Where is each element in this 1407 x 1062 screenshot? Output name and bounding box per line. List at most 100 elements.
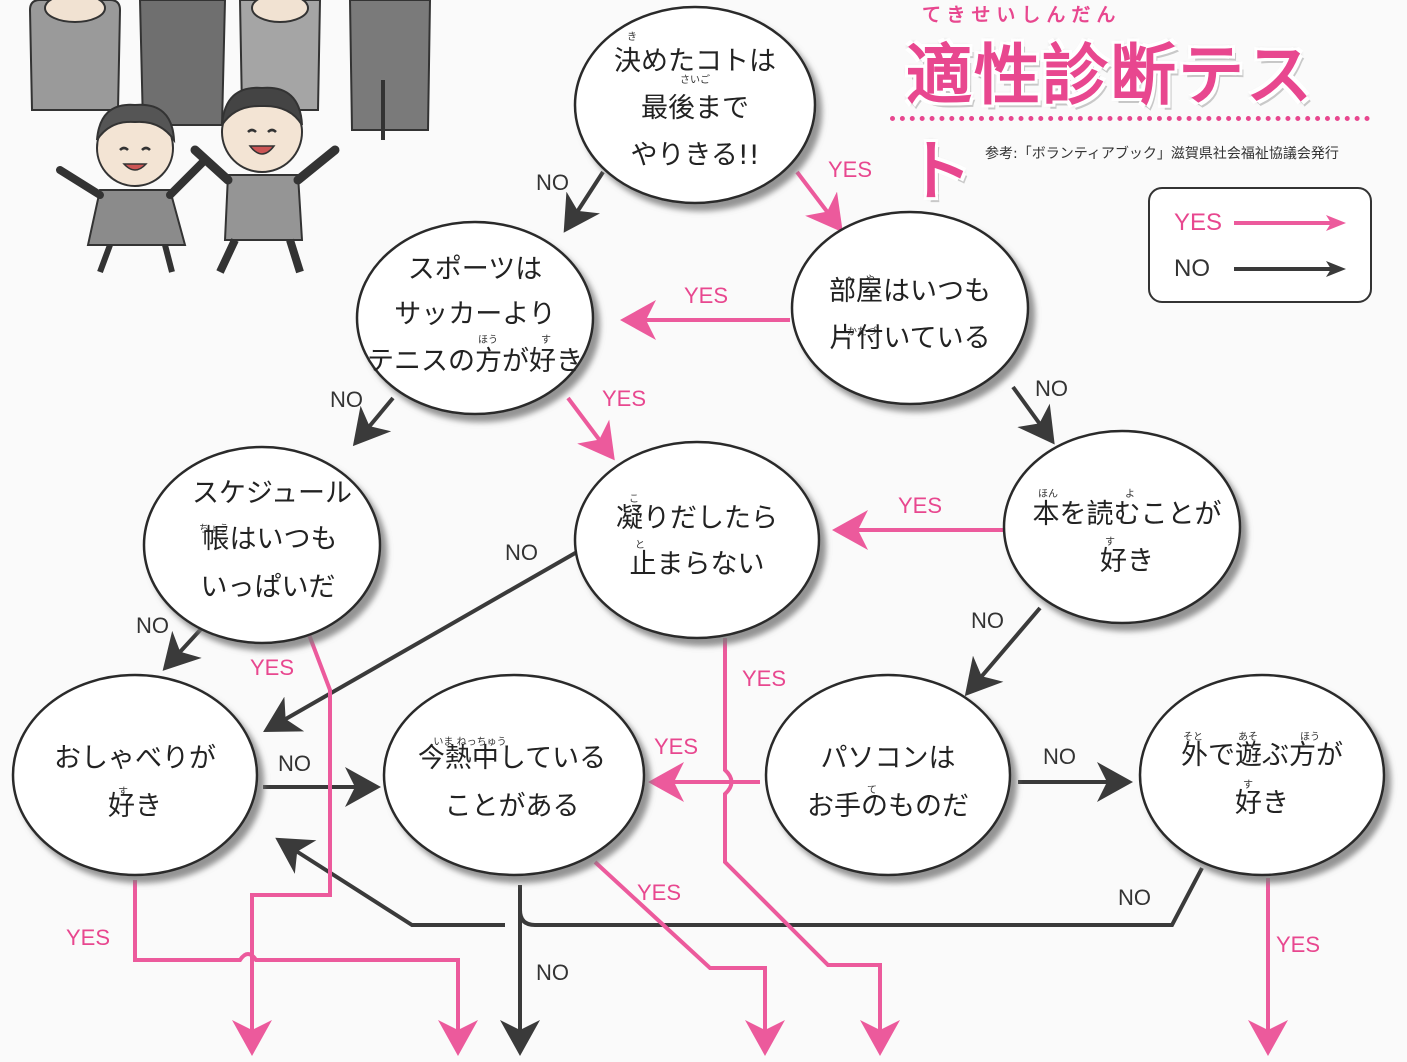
svg-text:す: す — [118, 786, 128, 798]
svg-text:サッカーより: サッカーより — [394, 299, 555, 330]
svg-text:おしゃべりが: おしゃべりが — [54, 743, 216, 774]
svg-text:ほん: ほん — [1038, 488, 1058, 500]
svg-text:す: す — [1243, 779, 1253, 791]
legend-no: NO — [1174, 255, 1230, 283]
label-n9-no: NO — [1043, 744, 1076, 769]
label-n6-no: NO — [971, 608, 1004, 633]
legend-no-label: NO — [1174, 255, 1210, 282]
svg-text:へ や: へ や — [845, 274, 875, 286]
svg-text:好き: 好き — [1235, 788, 1289, 819]
legend-no-arrow-icon — [1234, 261, 1346, 277]
edge-n2-no — [352, 396, 395, 447]
label-n6-yes: YES — [898, 493, 942, 518]
label-n5-no: NO — [505, 540, 538, 565]
svg-text:て: て — [867, 785, 877, 796]
label-n7-yes: YES — [66, 925, 110, 950]
label-n4-yes: YES — [250, 655, 294, 680]
node-n6: ほん よ す 本を読むことが 好き — [1002, 429, 1242, 625]
no-edges — [162, 170, 1204, 1056]
label-n1-yes: YES — [828, 157, 872, 182]
svg-text:と: と — [635, 539, 645, 551]
yes-edges — [133, 170, 1288, 1056]
svg-text:帳はいつも: 帳はいつも — [203, 524, 338, 555]
svg-text:ほう: ほう — [1300, 731, 1320, 743]
label-n1-no: NO — [536, 170, 569, 195]
legend-yes: YES — [1174, 209, 1230, 237]
svg-text:部屋はいつも: 部屋はいつも — [829, 276, 991, 307]
node-n5: こ と 凝りだしたら 止まらない — [573, 440, 821, 640]
svg-text:お手のものだ: お手のものだ — [807, 791, 969, 822]
edge-n2-yes — [566, 396, 615, 461]
label-n10-yes: YES — [1276, 932, 1320, 957]
reference-note: 参考:「ボランティアブック」滋賀県社会福祉協議会発行 — [985, 146, 1339, 162]
title-ruby: てきせいしんだん — [922, 4, 1122, 26]
title-block: てきせいしんだん 適性診断テスト — [890, 0, 1380, 210]
svg-text:最後まで: 最後まで — [641, 93, 749, 124]
family-illustration — [0, 0, 432, 275]
svg-text:スケジュール: スケジュール — [192, 478, 352, 509]
svg-text:す: す — [1105, 536, 1115, 548]
svg-text:片付いている: 片付いている — [829, 323, 990, 354]
svg-text:止まらない: 止まらない — [630, 549, 765, 580]
svg-text:やりきる!!: やりきる!! — [630, 140, 759, 171]
svg-text:ことがある: ことがある — [445, 791, 580, 822]
svg-text:よ: よ — [1125, 488, 1135, 500]
svg-text:凝りだしたら: 凝りだしたら — [616, 503, 778, 534]
svg-text:スポーツは: スポーツは — [408, 254, 542, 285]
label-n8-no: NO — [536, 960, 569, 985]
svg-text:パソコンは: パソコンは — [821, 743, 956, 774]
node-n4: ちょう スケジュール 帳はいつも いっぱいだ — [142, 445, 382, 645]
svg-text:ほう: ほう — [478, 334, 498, 346]
label-n10-no: NO — [1118, 885, 1151, 910]
edge-n10-no-b — [275, 837, 505, 927]
svg-text:ちょう: ちょう — [199, 523, 229, 535]
label-n3-yes: YES — [684, 283, 728, 308]
edge-n1-yes — [795, 170, 843, 233]
node-n7: す おしゃべりが 好き — [11, 673, 259, 877]
svg-text:いま ねっちゅう: いま ねっちゅう — [433, 736, 506, 748]
node-n2: ほう す スポーツは サッカーより テニスの方が好き — [355, 220, 595, 416]
svg-text:そと: そと — [1183, 731, 1203, 743]
svg-text:さいご: さいご — [680, 73, 710, 86]
label-n4-no: NO — [136, 613, 169, 638]
svg-text:あそ: あそ — [1238, 731, 1258, 743]
page-title: 適性診断テスト — [906, 37, 1314, 210]
svg-text:き: き — [627, 31, 637, 43]
label-n9-yes: YES — [654, 734, 698, 759]
edge-labels: NO YES YES NO NO YES YES NO NO YES NO YE… — [66, 157, 1320, 985]
label-n5-yes: YES — [742, 666, 786, 691]
svg-text:本を読むことが: 本を読むことが — [1033, 499, 1222, 530]
label-n7-no: NO — [278, 751, 311, 776]
node-n9: て パソコンは お手のものだ — [764, 673, 1012, 877]
label-n8-yes: YES — [637, 880, 681, 905]
edge-n4-yes — [232, 631, 332, 1056]
legend-yes-arrow-icon — [1234, 215, 1346, 231]
edge-n5-no — [263, 550, 578, 732]
node-n10: そと あそ ほう す 外で遊ぶ方が 好き — [1138, 673, 1386, 877]
node-n8: いま ねっちゅう 今熱中している ことがある — [382, 673, 646, 877]
svg-text:かたづ: かたづ — [847, 326, 877, 338]
edge-n1-no — [563, 170, 605, 233]
legend-yes-label: YES — [1174, 209, 1223, 236]
svg-text:好き: 好き — [108, 791, 162, 822]
edge-n10-no-a — [518, 867, 1204, 927]
edge-n7-yes — [133, 880, 478, 1056]
svg-text:外で遊ぶ方が: 外で遊ぶ方が — [1181, 740, 1343, 771]
svg-text:テニスの方が好き: テニスの方が好き — [367, 346, 583, 377]
edge-n4-no — [162, 626, 204, 671]
edge-n5-yes — [723, 638, 900, 1056]
svg-text:決めたコトは: 決めたコトは — [614, 46, 776, 77]
svg-text:いっぱいだ: いっぱいだ — [201, 572, 336, 603]
label-n3-no: NO — [1035, 376, 1068, 401]
node-n1: き さいご 決めたコトは 最後まで やりきる!! — [573, 5, 817, 205]
title-dotted-rule — [890, 116, 1370, 121]
legend: YES NO — [1148, 187, 1372, 303]
svg-text:す: す — [541, 334, 551, 346]
svg-text:好き: 好き — [1100, 546, 1154, 577]
edge-n6-no — [964, 606, 1042, 697]
svg-text:こ: こ — [629, 494, 639, 505]
edge-n3-no — [1011, 385, 1055, 445]
svg-text:今熱中している: 今熱中している — [418, 743, 606, 774]
node-n3: へ や かたづ 部屋はいつも 片付いている — [790, 210, 1030, 406]
